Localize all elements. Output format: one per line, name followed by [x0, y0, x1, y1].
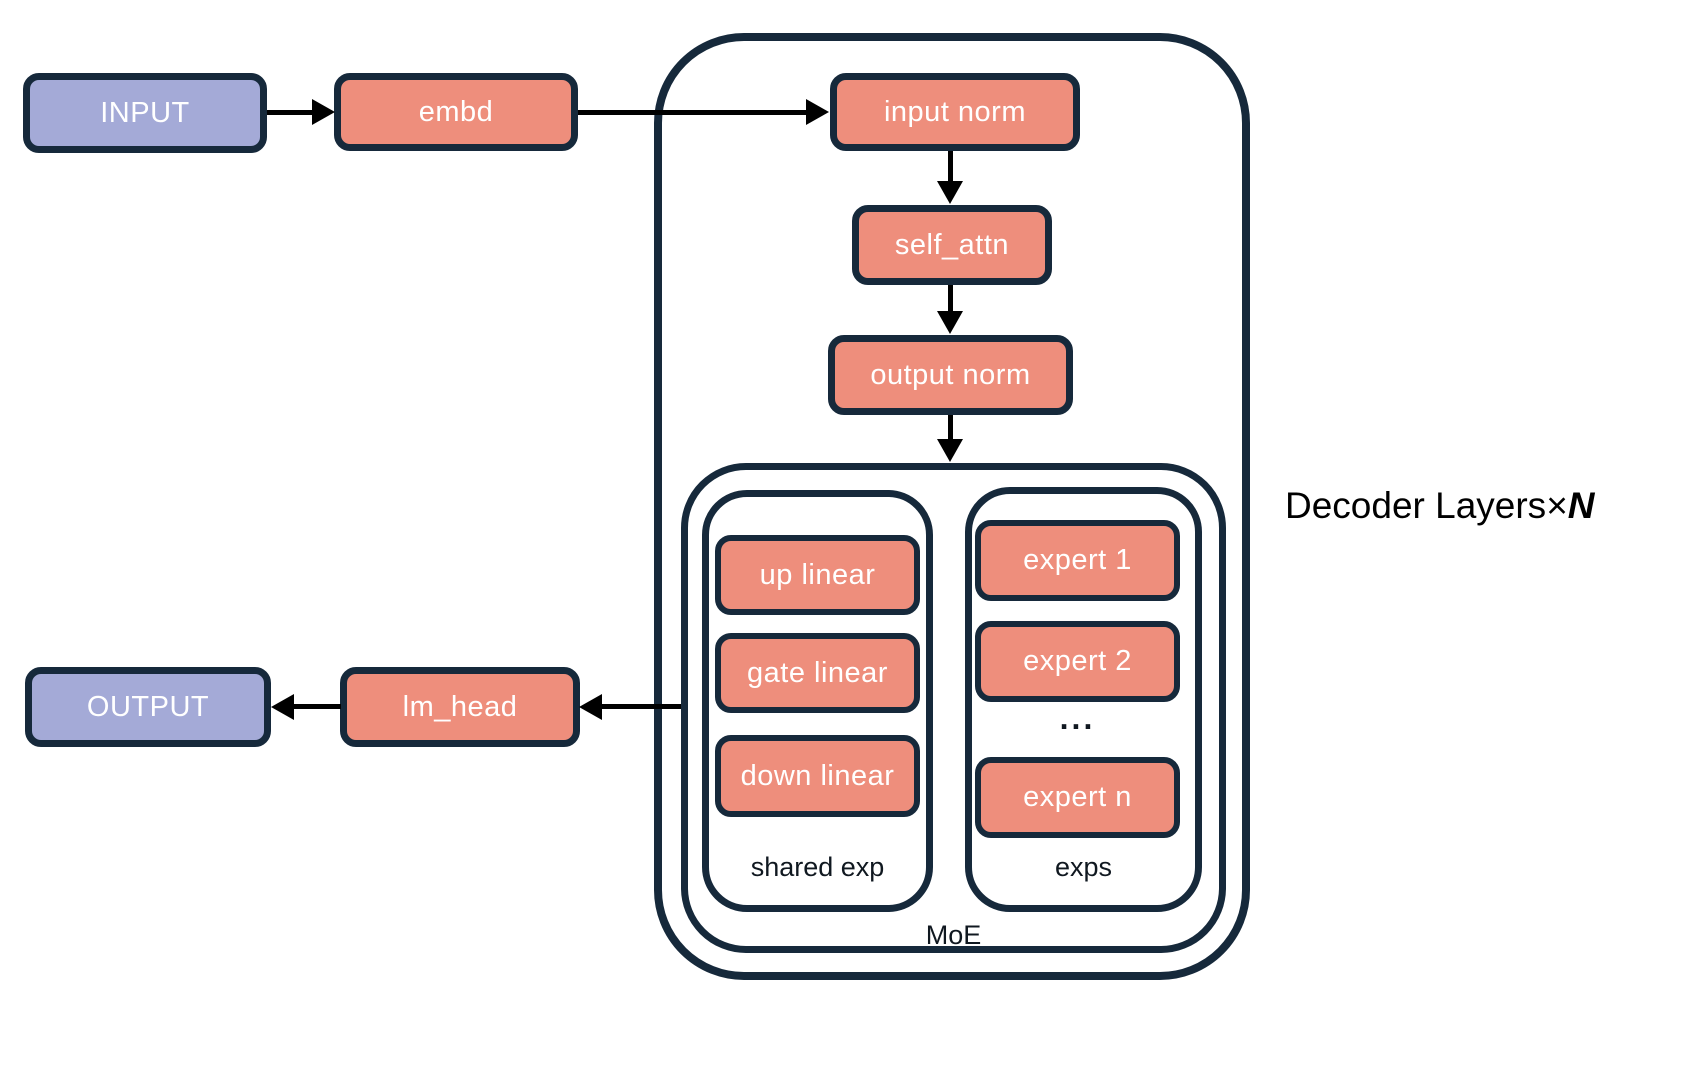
decoder-layers-container — [654, 33, 1250, 980]
arrow-self-attn-to-output-norm-head — [937, 311, 963, 334]
experts-ellipsis: ... — [1059, 700, 1096, 736]
arrow-input-to-embd-line — [267, 110, 314, 115]
expert-1-node-label: expert 1 — [1023, 544, 1132, 576]
arrow-self-attn-to-output-norm-line — [948, 285, 953, 312]
embd-node-label: embd — [418, 95, 494, 128]
input-norm-node: input norm — [830, 73, 1080, 151]
arrow-embd-to-input-norm-head — [806, 99, 829, 125]
arrow-lm-head-to-output-head — [271, 694, 294, 720]
decoder-layers-title-text: Decoder Layers — [1285, 485, 1547, 526]
exps-group-label: exps — [1054, 852, 1113, 882]
expert-n-node-label: expert n — [1023, 781, 1132, 813]
up-linear-node: up linear — [715, 535, 920, 615]
arrow-output-norm-to-moe-line — [948, 415, 953, 440]
output-norm-node-label: output norm — [870, 358, 1031, 391]
arrow-input-norm-to-self-attn-head — [937, 181, 963, 204]
gate-linear-node-label: gate linear — [747, 656, 888, 689]
up-linear-node-label: up linear — [759, 558, 876, 591]
layer-count-variable: N — [1567, 485, 1595, 526]
output-node-label: OUTPUT — [86, 690, 210, 723]
self-attn-node: self_attn — [852, 205, 1052, 285]
output-norm-node: output norm — [828, 335, 1073, 415]
lm-head-node-label: lm_head — [402, 690, 518, 723]
decoder-layers-title: Decoder Layers×N — [1285, 485, 1595, 527]
expert-1-node: expert 1 — [975, 520, 1180, 601]
shared-exp-group-label: shared exp — [750, 852, 885, 882]
arrow-embd-to-input-norm-line — [578, 110, 808, 115]
down-linear-node: down linear — [715, 735, 920, 817]
arrow-output-norm-to-moe-head — [937, 439, 963, 462]
moe-container — [681, 463, 1226, 953]
output-node: OUTPUT — [25, 667, 271, 747]
input-node-label: INPUT — [100, 96, 190, 129]
gate-linear-node: gate linear — [715, 633, 920, 713]
moe-group-label: MoE — [925, 920, 982, 950]
input-node: INPUT — [23, 73, 267, 153]
arrow-moe-to-lm-head-line — [600, 704, 681, 709]
lm-head-node: lm_head — [340, 667, 580, 747]
expert-2-node: expert 2 — [975, 621, 1180, 702]
exps-container — [965, 487, 1202, 912]
expert-2-node-label: expert 2 — [1023, 645, 1132, 677]
times-symbol: × — [1546, 485, 1568, 526]
shared-exp-container — [702, 490, 933, 912]
arrow-moe-to-lm-head-head — [579, 694, 602, 720]
input-norm-node-label: input norm — [883, 95, 1026, 128]
arrow-input-norm-to-self-attn-line — [948, 151, 953, 182]
self-attn-node-label: self_attn — [894, 228, 1010, 261]
expert-n-node: expert n — [975, 757, 1180, 838]
embd-node: embd — [334, 73, 578, 151]
down-linear-node-label: down linear — [740, 759, 895, 792]
arrow-lm-head-to-output-line — [293, 704, 341, 709]
arrow-input-to-embd-head — [312, 99, 335, 125]
